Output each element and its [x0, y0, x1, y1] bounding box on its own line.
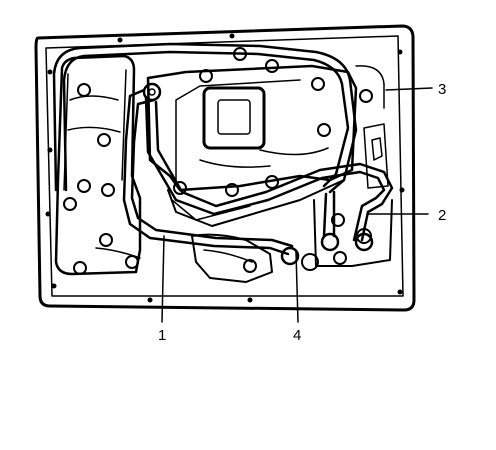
lower-valve-section [191, 233, 273, 283]
callout-2: 2 [438, 207, 446, 224]
callout-labels: 1 2 3 4 [158, 81, 446, 344]
bolts [63, 47, 373, 275]
tube-1 [122, 88, 294, 256]
callout-3: 3 [438, 81, 446, 98]
right-block [313, 65, 393, 267]
tube-fittings [280, 232, 374, 266]
flange-holes [45, 33, 405, 303]
tube-3 [52, 42, 358, 194]
leader-lines [161, 87, 433, 323]
tube-2 [144, 96, 394, 242]
leader-4 [295, 251, 299, 323]
leader-3 [385, 87, 433, 91]
callout-1: 1 [158, 327, 166, 344]
transmission-case [34, 24, 416, 312]
left-valve-plate [54, 54, 142, 276]
leader-1 [161, 235, 165, 323]
callout-4: 4 [293, 327, 301, 344]
